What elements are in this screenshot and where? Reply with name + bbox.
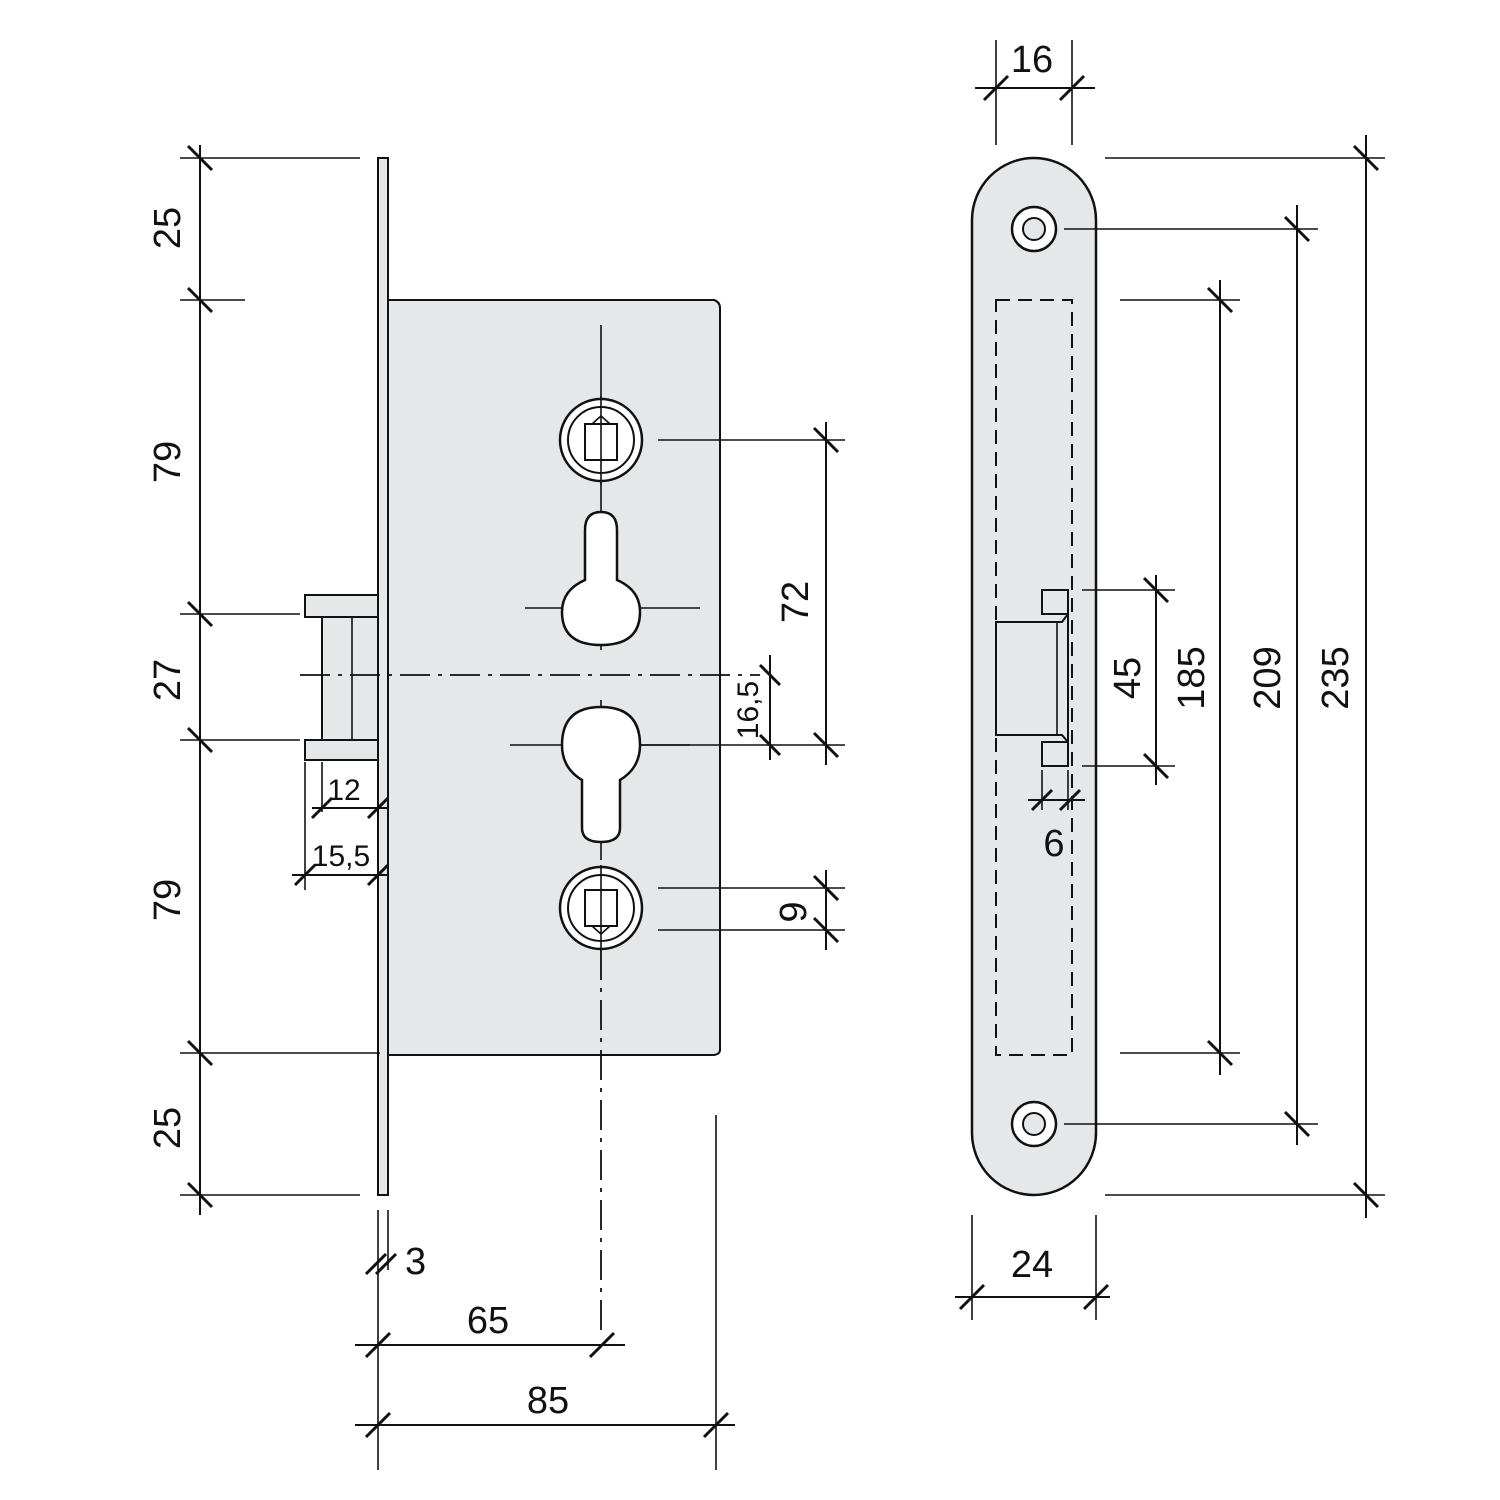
- dim-25-bottom: 25: [147, 1107, 189, 1149]
- latch-depth-6-dim: 6: [1028, 770, 1085, 865]
- left-dimension-chain: 25 79 27 79 25: [147, 144, 380, 1215]
- dim-85: 85: [527, 1380, 569, 1422]
- dim-15-5: 15,5: [312, 840, 370, 873]
- case-height-185-dim: 185: [1120, 280, 1240, 1075]
- spindle-distance-dim: 72: [640, 422, 845, 765]
- faceplate-height-235-dim: 235: [1105, 135, 1385, 1218]
- square-size-dim: 9: [658, 870, 845, 950]
- keyhole-upper: [560, 510, 642, 647]
- dim-65: 65: [467, 1300, 509, 1342]
- side-view: 25 79 27 79 25 12 15,5 3: [147, 144, 845, 1470]
- dim-79-bottom: 79: [147, 879, 189, 921]
- lower-spindle-hole: [558, 865, 644, 952]
- faceplate-thickness-dim: 3: [364, 1210, 426, 1470]
- screw-hole-top: [1010, 205, 1058, 253]
- dim-9: 9: [773, 901, 815, 922]
- hidden-case-outline: [995, 299, 1073, 1056]
- backset-dim: 65: [355, 1300, 625, 1359]
- dim-185: 185: [1171, 646, 1213, 709]
- dim-25-top: 25: [147, 207, 189, 249]
- faceplate: [377, 157, 389, 1196]
- upper-spindle-hole: [558, 396, 644, 485]
- dim-24: 24: [1011, 1244, 1053, 1286]
- latch-projection-dims: 12 15,5: [292, 762, 390, 890]
- dim-79-top: 79: [147, 441, 189, 483]
- dim-6: 6: [1043, 823, 1064, 865]
- dim-27: 27: [147, 659, 189, 701]
- screw-distance-209-dim: 209: [1064, 205, 1318, 1145]
- latch-height-45-dim: 45: [1082, 575, 1175, 785]
- dim-16: 16: [1011, 39, 1053, 81]
- front-width-16-dim: 16: [975, 39, 1095, 145]
- offset-dim: 16,5: [732, 655, 782, 760]
- dim-235: 235: [1315, 646, 1357, 709]
- latch-bolt: [304, 594, 379, 761]
- lock-case: [387, 299, 721, 1056]
- latch-front: [995, 589, 1069, 767]
- front-view: 16 24 6 45: [955, 39, 1385, 1320]
- dim-72: 72: [775, 581, 817, 623]
- dim-45: 45: [1107, 657, 1149, 699]
- dim-209: 209: [1247, 646, 1289, 709]
- dim-12: 12: [327, 774, 360, 807]
- dim-16-5: 16,5: [732, 681, 765, 739]
- screw-hole-bottom: [1010, 1100, 1058, 1148]
- front-width-24-dim: 24: [955, 1215, 1110, 1320]
- dim-3: 3: [405, 1241, 426, 1283]
- depth-dim: 85: [355, 1115, 735, 1470]
